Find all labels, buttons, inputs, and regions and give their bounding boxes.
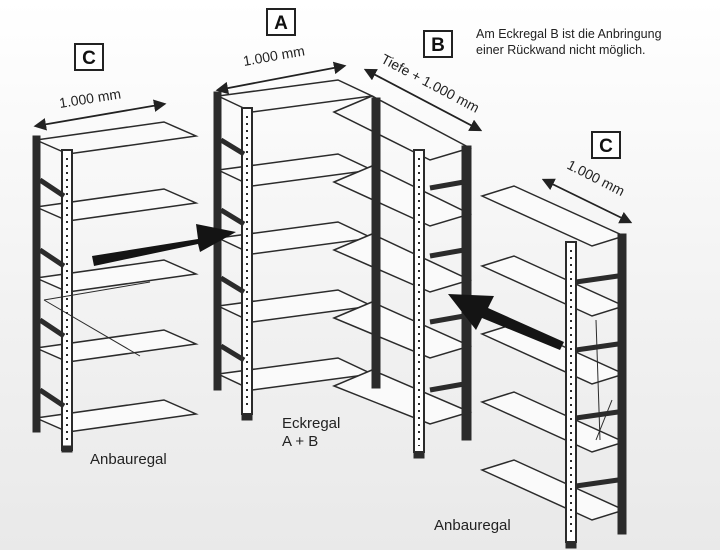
label-box-a: A — [266, 8, 296, 36]
label-a: A — [274, 13, 288, 34]
right-cross-brace — [595, 319, 613, 441]
corner-b-board — [332, 233, 473, 293]
left-shelf-board — [33, 188, 199, 222]
caption-left-shelf: Anbauregal — [90, 451, 167, 468]
left-upright-back — [32, 135, 41, 433]
label-c-right: C — [599, 136, 613, 157]
right-addon-shelf — [479, 185, 627, 549]
rear-panel-note: Am Eckregal B ist die Anbringung einer R… — [476, 26, 716, 58]
corner-foot — [241, 413, 253, 421]
corner-shelf — [213, 79, 473, 459]
left-shelf-board — [33, 259, 199, 293]
corner-back-brace — [429, 179, 465, 393]
label-c-left: C — [82, 48, 96, 69]
label-box-c-right: C — [591, 131, 621, 159]
dim-left-width-label: 1.000 mm — [58, 85, 122, 111]
dim-b-depth-label: Tiefe + 1.000 mm — [379, 51, 483, 116]
caption-corner-line2: A + B — [282, 433, 318, 450]
dim-left-width — [33, 99, 167, 131]
right-shelf-board — [479, 323, 627, 385]
label-box-b: B — [423, 30, 453, 58]
attach-arrows — [92, 224, 564, 350]
note-line-2: einer Rückwand nicht möglich. — [476, 43, 646, 57]
corner-upright-front-mid — [413, 149, 425, 453]
dimension-lines — [33, 61, 633, 224]
corner-b-board — [332, 301, 473, 359]
dim-a-width — [215, 61, 347, 95]
corner-upright-mid — [371, 97, 381, 389]
right-shelf-board — [479, 459, 627, 521]
right-foot — [565, 541, 577, 549]
corner-b-board — [332, 95, 472, 161]
caption-corner-line1: Eckregal — [282, 415, 340, 432]
right-upright-back — [617, 233, 627, 535]
arrow-left-to-corner-icon — [92, 224, 236, 266]
corner-b-board — [332, 165, 473, 227]
dim-a-width-label: 1.000 mm — [242, 42, 306, 69]
left-addon-shelf — [32, 121, 199, 453]
label-b: B — [431, 35, 445, 56]
left-cross-brace — [43, 281, 151, 357]
corner-foot — [413, 451, 425, 459]
corner-upright-right — [461, 145, 472, 441]
corner-b-board — [332, 369, 473, 425]
caption-right-shelf: Anbauregal — [434, 517, 511, 534]
right-shelf-board — [479, 185, 627, 247]
corner-side-brace — [219, 137, 246, 363]
left-side-brace — [38, 177, 66, 409]
dim-b-depth — [363, 68, 483, 132]
arrow-right-to-corner-icon — [448, 294, 564, 350]
dim-right-width-label: 1.000 mm — [565, 156, 628, 199]
dim-right-width — [541, 178, 633, 224]
left-shelf-board — [33, 329, 199, 363]
left-foot — [61, 445, 73, 453]
label-box-c-left: C — [74, 43, 104, 71]
left-shelf-board — [33, 399, 199, 433]
note-line-1: Am Eckregal B ist die Anbringung — [476, 27, 662, 41]
right-shelf-board — [479, 255, 627, 317]
left-shelf-board — [33, 121, 199, 155]
